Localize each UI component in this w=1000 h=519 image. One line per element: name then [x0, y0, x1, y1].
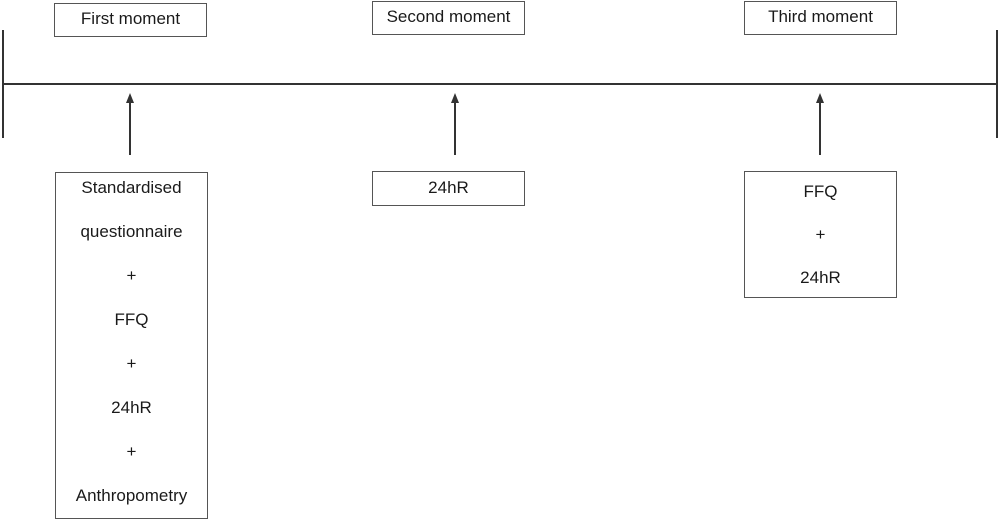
measure-line: + [126, 266, 137, 285]
second-moment-measures-box: 24hR [372, 171, 525, 206]
first-moment-label: First moment [80, 9, 181, 28]
third-moment-measures-box: FFQ + 24hR [744, 171, 897, 298]
third-moment-label: Third moment [768, 7, 873, 26]
arrow-third-moment [816, 93, 824, 155]
measure-line: Anthropometry [75, 486, 188, 505]
arrow-second-moment [451, 93, 459, 155]
first-moment-box: First moment [54, 3, 207, 37]
arrow-first-moment [126, 93, 134, 155]
measure-line: + [815, 225, 826, 244]
measure-line: 24hR [800, 268, 841, 287]
second-moment-box: Second moment [372, 1, 525, 35]
second-moment-label: Second moment [386, 7, 511, 26]
third-moment-box: Third moment [744, 1, 897, 35]
measure-line: + [126, 354, 137, 373]
measure-line: 24hR [111, 398, 152, 417]
measure-line: 24hR [428, 178, 469, 197]
measure-line: questionnaire [80, 222, 183, 241]
measure-line: + [126, 442, 137, 461]
measure-line: FFQ [114, 310, 149, 329]
measure-line: Standardised [81, 178, 182, 197]
measure-line: FFQ [803, 182, 838, 201]
first-moment-measures-box: Standardised questionnaire + FFQ + 24hR … [55, 172, 208, 519]
